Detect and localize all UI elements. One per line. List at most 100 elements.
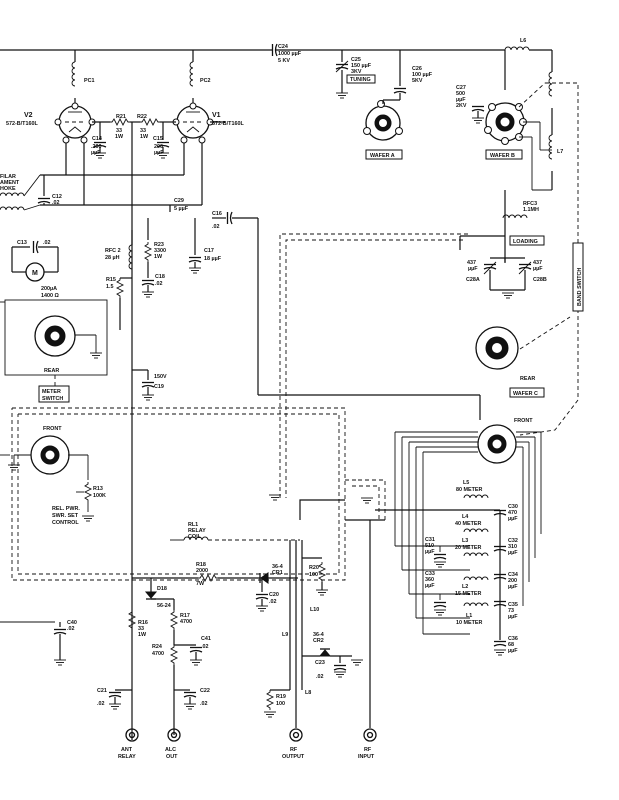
rf-output-jack [289,728,303,742]
c16-value: .02 [212,224,220,230]
front-label: FRONT [43,426,62,432]
tuning-label: TUNING [350,77,371,83]
c22-label: C22 [200,688,210,694]
c16-label: C16 [212,211,222,217]
control-label: CONTROL [52,520,79,526]
pc2-label: PC2 [200,78,211,84]
r21-value: 33 [116,128,122,134]
r19-value: 100 [276,701,285,707]
c12-label: C12 [52,194,62,200]
rfc3-label: RFC3 [523,201,537,207]
c40-label: C40 [67,620,77,626]
meter-rear-label: REAR [44,368,59,374]
c28a-value: 437 [467,260,476,266]
c28a-unit: µµF [468,266,478,272]
c34-unit: µµF [508,584,518,590]
c24-value: 1000 µµF [278,51,302,57]
wafer-b-label: WAFER B [490,153,515,159]
plate-tank-circuit: C24 1000 µµF 5 KV L6 C25 150 µµF 3KV TUN… [0,38,584,436]
grid-network: R21 33 1W R22 33 1W C14 .200 µµF C15 200… [0,114,480,740]
c19-label: C19 [154,384,164,390]
c35-unit: µµF [508,614,518,620]
pc1-label: PC1 [84,78,95,84]
alc-label: ALC [165,747,176,753]
meter-switch-label2: SWITCH [42,396,63,402]
ant-label: ANT [121,747,133,753]
input-label: INPUT [358,754,375,760]
r15-label: R15 [106,277,116,283]
c29-value: 5 µµF [174,206,189,212]
r19-label: R19 [276,694,286,700]
relay-jack-label: RELAY [118,754,136,760]
r24-value: 4700 [152,651,164,657]
low-pass-filter: FRONT L5 80 METER L4 [375,395,542,656]
r16-label: R16 [138,620,148,626]
c27-unit: µµF [456,97,466,103]
r15-value: 1.5 [106,284,114,290]
l5-label: L5 [463,480,469,486]
l4-band: 40 METER [455,521,481,527]
r13-label: R13 [93,486,103,492]
c17-label: C17 [204,248,214,254]
c35-label: C35 [508,602,518,608]
rfc3-value: 1.1MH [523,207,539,213]
loading-network: RFC3 1.1MH LOADING 437 µµF C28A 437 µµF … [279,190,547,498]
wafer-c-label: WAFER C [513,391,538,397]
c28b-value: 437 [533,260,542,266]
r18-value: 2000 [196,568,208,574]
relay-section: RL1 RELAY COIL R18 2000 7W 36-4 CR1 C20 … [53,479,386,760]
c41-value: .02 [201,644,209,650]
c14-unit: µµF [91,150,101,156]
c30-label: C30 [508,504,518,510]
meter-section: C13 .02 M 200µA 1400 Ω REAR METER SWITCH… [4,218,222,403]
loading-label: LOADING [513,239,538,245]
c34-label: C34 [508,572,518,578]
c15-unit: µµF [154,150,164,156]
r18-watt: 7W [196,581,205,587]
l4-label: L4 [462,514,468,520]
c30-unit: µµF [508,516,518,522]
l8-label: L8 [305,690,311,696]
r23-watt: 1W [154,254,163,260]
c30-value: 470 [508,510,517,516]
c41-label: C41 [201,636,211,642]
c32-unit: µµF [508,550,518,556]
cr2-label: CR2 [313,638,324,644]
v1-type: 572-B/T160L [212,121,244,127]
r17-value: 4700 [180,619,192,625]
c20-value: .02 [269,599,277,605]
c21-label: C21 [97,688,107,694]
swr-section: FRONT R13 100K REL. PWR. SWR. SET CONTRO… [0,301,346,623]
l7-label: L7 [557,149,563,155]
l2-band: 15 METER [455,591,481,597]
c12-value: .02 [52,200,60,206]
c36-unit: µµF [508,648,518,654]
wafer-c-front-label: FRONT [514,418,533,424]
c27-value: 500 [456,91,465,97]
c13-label: C13 [17,240,27,246]
c25-label: C25 [351,57,361,63]
l9-label: L9 [282,632,288,638]
r16-watt: 1W [138,632,147,638]
c15-label: C15 [153,136,163,142]
output-routing [299,479,358,520]
r13-value: 100K [93,493,106,499]
meter-resistance: 1400 Ω [41,293,59,299]
r22-watt: 1W [140,134,149,140]
filar-label: FILAR [0,174,16,180]
output-label: OUTPUT [282,754,305,760]
c24-kv: 5 KV [278,58,290,64]
c22-value: .02 [200,701,208,707]
c20-label: C20 [269,592,279,598]
r16-value: 33 [138,626,144,632]
c23-value: .02 [316,674,324,680]
out-label: OUT [166,754,178,760]
l3-band: 20 METER [455,545,481,551]
meter-m: M [32,270,38,277]
meter-current: 200µA [41,286,57,292]
c17-value: 18 µµF [204,256,222,262]
rel-pwr-label: REL. PWR. [52,506,80,512]
wafer-c-rear: REAR WAFER C [475,326,545,398]
c27-kv: 2KV [456,103,467,109]
